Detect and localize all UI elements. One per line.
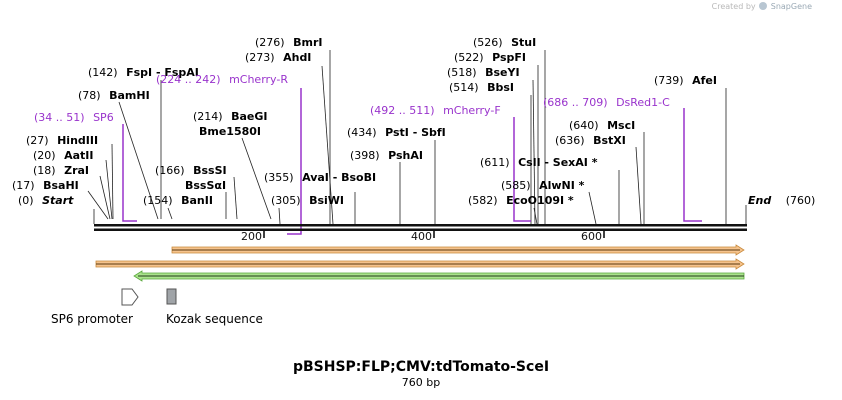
site-ecoo109i[interactable]: (582) EcoO109I * bbox=[468, 194, 574, 207]
primer-mcherry-f-mark bbox=[513, 117, 531, 222]
site-alwni[interactable]: (585) AlwNI * bbox=[501, 179, 585, 192]
site-connectors bbox=[87, 50, 747, 225]
feature-kozak-sequence-label[interactable]: Kozak sequence bbox=[166, 312, 263, 326]
site-pshai[interactable]: (398) PshAI bbox=[350, 149, 423, 162]
site-aatii[interactable]: (20) AatII bbox=[33, 149, 93, 162]
snapgene-logo-icon bbox=[759, 2, 768, 10]
site-msci[interactable]: (640) MscI bbox=[569, 119, 635, 132]
site-bbsi[interactable]: (514) BbsI bbox=[449, 81, 514, 94]
site-labels[interactable]: (0) Start (17) BsaHI (18) ZraI (20) AatI… bbox=[12, 36, 815, 326]
primer-mcherry-r-mark bbox=[287, 88, 302, 235]
site-ahdi[interactable]: (273) AhdI bbox=[245, 51, 311, 64]
snapgene-brand: SnapGene bbox=[770, 2, 812, 11]
primer-sp6-mark bbox=[122, 124, 137, 222]
kozak-box-icon bbox=[166, 288, 177, 305]
feature-sp6-promoter-label[interactable]: SP6 promoter bbox=[51, 312, 133, 326]
site-stui[interactable]: (526) StuI bbox=[473, 36, 536, 49]
primer-sp6-label[interactable]: (34 .. 51) SP6 bbox=[34, 111, 114, 124]
site-baegi[interactable]: (214) BaeGI bbox=[193, 110, 267, 123]
site-bamhi[interactable]: (78) BamHI bbox=[78, 89, 150, 102]
primer-mcherry-f-label[interactable]: (492 .. 511) mCherry-F bbox=[370, 104, 501, 117]
map-length: 760 bp bbox=[401, 376, 441, 389]
ruler: 200 400 600 bbox=[241, 230, 605, 243]
ruler-tick-200: 200 bbox=[241, 230, 262, 243]
created-by-label: Created by bbox=[711, 2, 756, 11]
site-hindiii[interactable]: (27) HindIII bbox=[26, 134, 98, 147]
site-bstxi[interactable]: (636) BstXI bbox=[555, 134, 626, 147]
site-zrai[interactable]: (18) ZraI bbox=[33, 164, 89, 177]
site-bme1580i[interactable]: Bme1580I bbox=[199, 125, 261, 138]
site-bsiwi[interactable]: (305) BsiWI bbox=[271, 194, 344, 207]
site-pspfi[interactable]: (522) PspFI bbox=[454, 51, 526, 64]
site-fspi-fspai[interactable]: (142) FspI - FspAI bbox=[88, 66, 199, 79]
ruler-tick-400: 400 bbox=[411, 230, 432, 243]
primer-mcherry-r-label[interactable]: (224 .. 242) mCherry-R bbox=[156, 73, 288, 86]
site-bmri[interactable]: (276) BmrI bbox=[255, 36, 322, 49]
map-title: pBSHSP:FLP;CMV:tdTomato-SceI bbox=[292, 359, 550, 375]
site-start[interactable]: (0) Start bbox=[18, 194, 74, 207]
primer-marks bbox=[122, 88, 702, 235]
ruler-tick-600: 600 bbox=[581, 230, 602, 243]
site-afei[interactable]: (739) AfeI bbox=[654, 74, 717, 87]
site-bsahi[interactable]: (17) BsaHI bbox=[12, 179, 79, 192]
site-bseyi[interactable]: (518) BseYI bbox=[447, 66, 520, 79]
created-by-credit: Created by SnapGene bbox=[712, 2, 812, 11]
site-csli-sexai[interactable]: (611) CslI - SexAI * bbox=[480, 156, 598, 169]
site-bsssai[interactable]: BssSαI bbox=[185, 179, 226, 192]
feature-arrows[interactable] bbox=[95, 244, 745, 282]
end-label[interactable]: End (760) bbox=[748, 194, 815, 207]
site-psti-sbfi[interactable]: (434) PstI - SbfI bbox=[347, 126, 446, 139]
dna-backbone bbox=[94, 224, 747, 231]
primer-dsred1-c-mark bbox=[683, 108, 702, 222]
site-banii[interactable]: (154) BanII bbox=[143, 194, 213, 207]
promoter-arrow-icon bbox=[121, 288, 139, 306]
site-avai-bsobi[interactable]: (355) AvaI - BsoBI bbox=[264, 171, 376, 184]
site-bsssi[interactable]: (166) BssSI bbox=[155, 164, 227, 177]
primer-dsred1-c-label[interactable]: (686 .. 709) DsRed1-C bbox=[543, 96, 670, 109]
